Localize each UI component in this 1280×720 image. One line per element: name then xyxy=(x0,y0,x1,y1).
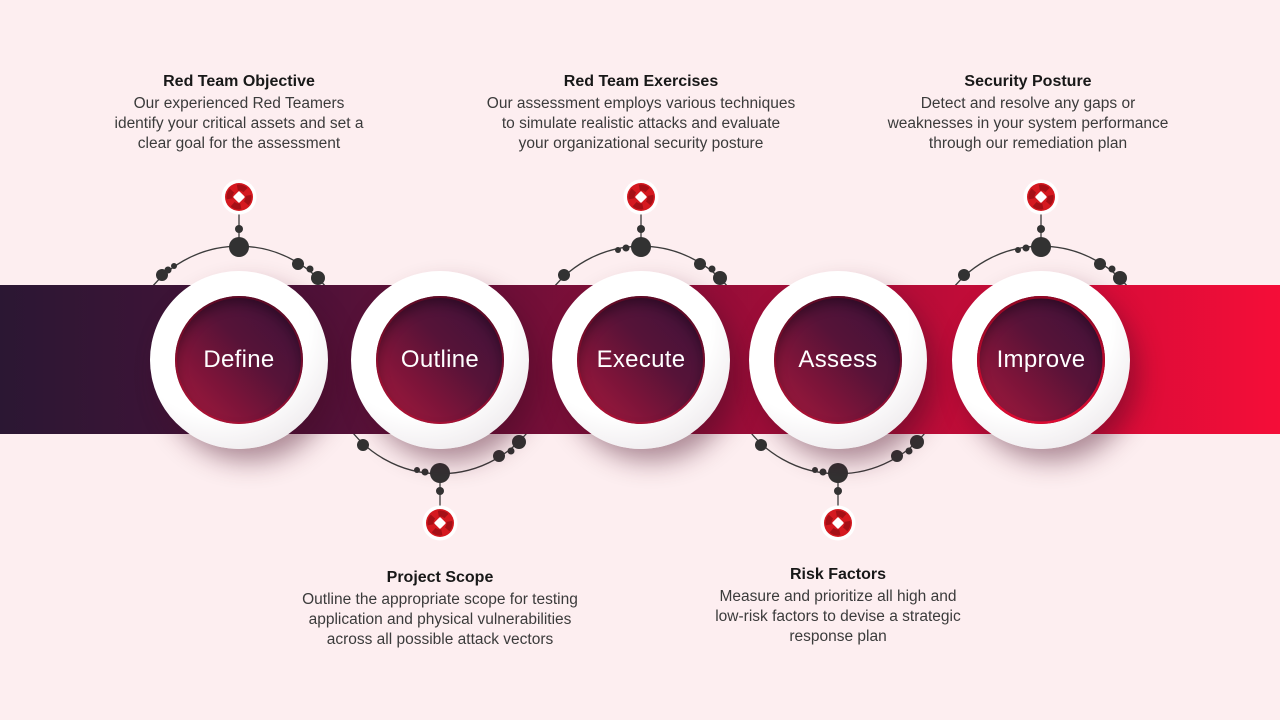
step-label: Improve xyxy=(996,346,1086,373)
step-decoration xyxy=(346,424,534,541)
step-label: Define xyxy=(203,346,275,373)
milestone-marker-icon xyxy=(820,505,856,541)
arc-bead xyxy=(171,263,177,269)
arc-bead xyxy=(631,237,651,257)
arc-bead xyxy=(512,435,526,449)
step-decoration xyxy=(744,424,932,541)
arc-bead xyxy=(414,467,420,473)
arc-bead xyxy=(755,439,767,451)
milestone-marker-icon xyxy=(221,179,257,215)
arc-bead xyxy=(1037,225,1045,233)
step-circle-execute: Execute xyxy=(552,271,730,449)
arc-bead xyxy=(164,266,172,274)
step-inner-circle: Define xyxy=(175,296,303,424)
arc-bead xyxy=(708,265,716,273)
step-inner-circle: Improve xyxy=(977,296,1105,424)
arc-bead xyxy=(311,271,325,285)
arc-bead xyxy=(493,450,505,462)
arc-bead xyxy=(421,468,429,476)
arc-bead xyxy=(1031,237,1051,257)
arc-bead xyxy=(1108,265,1116,273)
callout-title: Risk Factors xyxy=(789,566,887,583)
milestone-marker-icon xyxy=(1023,179,1059,215)
step-inner-circle: Outline xyxy=(376,296,504,424)
callout-risk-factors: Risk Factors Measure and prioritize all … xyxy=(658,566,1018,647)
callout-text: Our assessment employs various technique… xyxy=(486,95,796,152)
callout-text: Outline the appropriate scope for testin… xyxy=(302,591,578,648)
callout-text: Measure and prioritize all high and low-… xyxy=(715,588,961,645)
arc-bead xyxy=(615,247,621,253)
arc-bead xyxy=(905,447,913,455)
step-label: Outline xyxy=(400,346,480,373)
arc-bead xyxy=(828,463,848,483)
callout-security-posture: Security Posture Detect and resolve any … xyxy=(848,73,1208,154)
callout-title: Red Team Exercises xyxy=(563,73,719,90)
step-circle-improve: Improve xyxy=(952,271,1130,449)
step-inner-circle: Assess xyxy=(774,296,902,424)
arc-bead xyxy=(507,447,515,455)
step-decoration xyxy=(145,179,333,296)
arc-bead xyxy=(622,244,630,252)
arc-bead xyxy=(558,269,570,281)
callout-text: Our experienced Red Teamers identify you… xyxy=(114,95,364,152)
step-label: Assess xyxy=(798,346,878,373)
arc-bead xyxy=(812,467,818,473)
arc-bead xyxy=(1113,271,1127,285)
callout-title: Security Posture xyxy=(964,73,1092,90)
arc-bead xyxy=(637,225,645,233)
step-circle-assess: Assess xyxy=(749,271,927,449)
arc-bead xyxy=(357,439,369,451)
arc-bead xyxy=(436,487,444,495)
callout-red-team-exercises: Red Team Exercises Our assessment employ… xyxy=(461,73,821,154)
step-decoration xyxy=(947,179,1135,296)
step-inner-circle: Execute xyxy=(577,296,705,424)
milestone-marker-icon xyxy=(422,505,458,541)
arc-bead xyxy=(694,258,706,270)
arc-bead xyxy=(819,468,827,476)
arc-bead xyxy=(891,450,903,462)
callout-title: Project Scope xyxy=(386,569,494,586)
arc-bead xyxy=(156,269,168,281)
step-decoration xyxy=(547,179,735,296)
arc-bead xyxy=(229,237,249,257)
step-circle-define: Define xyxy=(150,271,328,449)
arc-bead xyxy=(292,258,304,270)
arc-bead xyxy=(235,225,243,233)
arc-bead xyxy=(713,271,727,285)
callout-project-scope: Project Scope Outline the appropriate sc… xyxy=(260,569,620,650)
callout-text: Detect and resolve any gaps or weaknesse… xyxy=(887,95,1169,152)
milestone-marker-icon xyxy=(623,179,659,215)
arc-bead xyxy=(1015,247,1021,253)
callout-red-team-objective: Red Team Objective Our experienced Red T… xyxy=(59,73,419,154)
arc-bead xyxy=(834,487,842,495)
arc-bead xyxy=(430,463,450,483)
arc-bead xyxy=(306,265,314,273)
callout-title: Red Team Objective xyxy=(163,73,315,90)
step-circle-outline: Outline xyxy=(351,271,529,449)
arc-bead xyxy=(1022,244,1030,252)
arc-bead xyxy=(958,269,970,281)
arc-bead xyxy=(910,435,924,449)
arc-bead xyxy=(1094,258,1106,270)
step-label: Execute xyxy=(596,346,686,373)
